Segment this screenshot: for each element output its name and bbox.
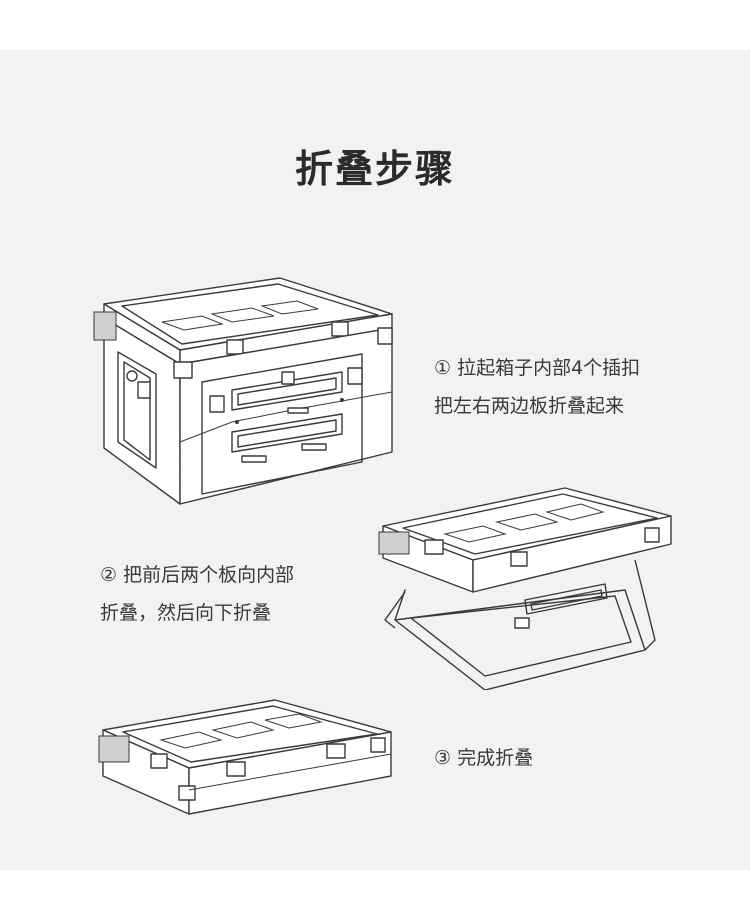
step-2-line-1: ② 把前后两个板向内部 [100, 564, 295, 586]
step-1-text: ① 拉起箱子内部4个插扣 把左右两边板折叠起来 [434, 349, 640, 425]
box-folded-icon [95, 690, 397, 824]
step-2-text: ② 把前后两个板向内部 折叠，然后向下折叠 [100, 556, 294, 632]
step-3-line-1: ③ 完成折叠 [434, 747, 534, 769]
step-2-line-2: 折叠，然后向下折叠 [100, 602, 272, 624]
step-1-line-2: 把左右两边板折叠起来 [434, 395, 625, 417]
box-open-icon [92, 272, 397, 516]
box-half-folded-icon [375, 480, 675, 694]
step-1-line-1: ① 拉起箱子内部4个插扣 [434, 357, 641, 379]
step-3-text: ③ 完成折叠 [434, 739, 533, 777]
page-title: 折叠步骤 [294, 146, 455, 191]
